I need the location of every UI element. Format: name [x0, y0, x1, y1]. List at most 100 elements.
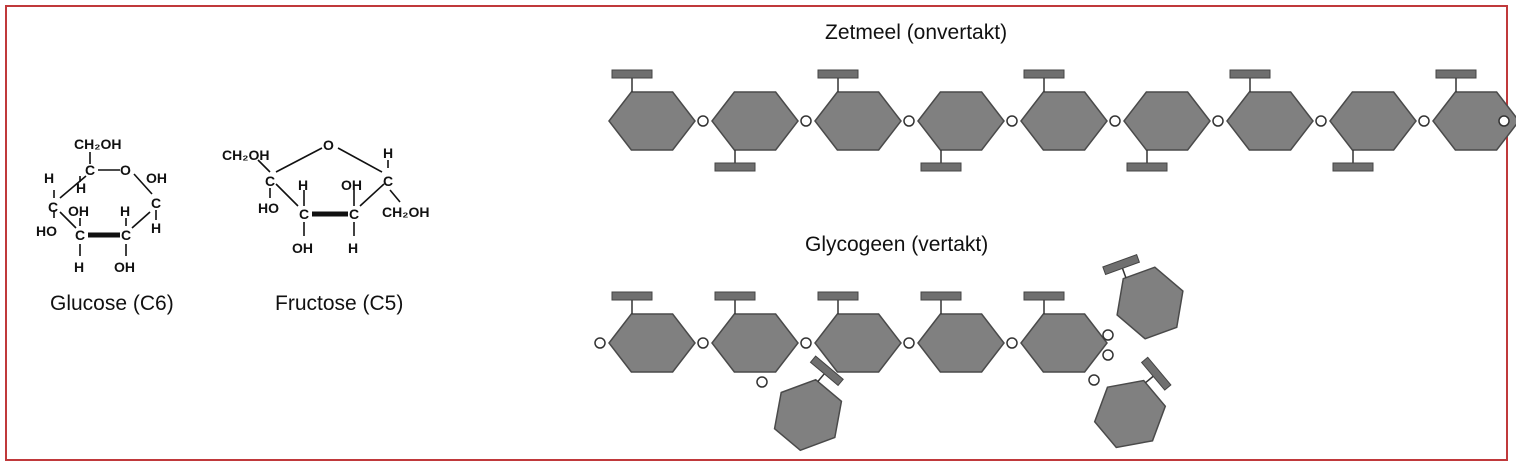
glucose-unit [711, 313, 799, 373]
label-h: H [76, 180, 86, 196]
glucose-caption: Glucose (C6) [50, 292, 174, 315]
glycosidic-link [1315, 115, 1327, 127]
label-h: H [120, 203, 130, 219]
side-group [817, 291, 859, 301]
bond [59, 211, 77, 229]
glucose-unit [1020, 91, 1108, 151]
bond [359, 183, 385, 207]
glycosidic-link [1006, 115, 1018, 127]
label-oh: OH [292, 240, 313, 256]
side-group [920, 291, 962, 301]
label-h: H [151, 220, 161, 236]
fructose-caption: Fructose (C5) [275, 292, 403, 315]
glucose-unit [608, 91, 696, 151]
bond [131, 211, 151, 229]
glycogeen-chain [594, 254, 1184, 452]
branch-unit [773, 355, 844, 452]
glycosidic-link [1498, 115, 1510, 127]
label-c: C [265, 173, 275, 189]
side-group [1229, 69, 1271, 79]
label-h: H [348, 240, 358, 256]
glycosidic-link [697, 337, 709, 349]
bond [389, 189, 401, 203]
branch-unit [1093, 356, 1172, 449]
label-ho: HO [258, 200, 279, 216]
glucose-unit [917, 91, 1005, 151]
zetmeel-chain [608, 69, 1516, 172]
glycosidic-link [1109, 115, 1121, 127]
side-group [1140, 356, 1172, 391]
label-c: C [48, 199, 58, 215]
label-oh: OH [114, 259, 135, 275]
figure-frame [5, 5, 1508, 461]
side-group [611, 291, 653, 301]
label-oh: OH [146, 170, 167, 186]
side-group [809, 355, 844, 387]
label-h: H [74, 259, 84, 275]
label-h: H [298, 177, 308, 193]
glucose-unit [608, 313, 696, 373]
bond [275, 147, 323, 173]
glycosidic-link [1102, 349, 1114, 361]
side-group [1435, 69, 1477, 79]
label-ch2oh: CH₂OH [382, 204, 429, 220]
label-h: H [44, 170, 54, 186]
glucose-unit [814, 91, 902, 151]
bond [275, 183, 299, 207]
glucose-unit [1123, 91, 1211, 151]
bond [257, 159, 271, 173]
glucose-unit [814, 313, 902, 373]
label-ho: HO [36, 223, 57, 239]
glucose-unit [773, 378, 843, 452]
branch-unit [1102, 254, 1184, 340]
bond [133, 173, 153, 195]
glycosidic-link [697, 115, 709, 127]
side-group [920, 162, 962, 172]
label-ch2oh: CH₂OH [74, 136, 121, 152]
label-oh: OH [341, 177, 362, 193]
glucose-unit [917, 313, 1005, 373]
side-group [611, 69, 653, 79]
bond [337, 147, 383, 173]
side-group [1332, 162, 1374, 172]
glycosidic-link [1418, 115, 1430, 127]
side-group [1126, 162, 1168, 172]
glycosidic-link [800, 337, 812, 349]
label-c: C [151, 195, 161, 211]
side-group [1023, 291, 1065, 301]
glycosidic-link [800, 115, 812, 127]
label-c: C [349, 206, 359, 222]
side-group [817, 69, 859, 79]
label-c: C [299, 206, 309, 222]
glycosidic-link [1102, 329, 1114, 341]
glycosidic-link [1212, 115, 1224, 127]
glycogeen-title: Glycogeen (vertakt) [805, 233, 988, 256]
side-group [1023, 69, 1065, 79]
fructose-structure: CH₂OH O H C C H OH HO CH₂OH C C OH H [222, 137, 429, 256]
label-o: O [120, 162, 131, 178]
zetmeel-title: Zetmeel (onvertakt) [825, 21, 1007, 44]
glucose-unit [1226, 91, 1314, 151]
glucose-unit [711, 91, 799, 151]
glucose-unit [1116, 266, 1184, 340]
label-o: O [323, 137, 334, 153]
glucose-unit [1329, 91, 1417, 151]
label-h: H [383, 145, 393, 161]
label-ch2oh: CH₂OH [222, 147, 269, 163]
glycosidic-link [903, 115, 915, 127]
bond [59, 175, 87, 199]
label-c: C [75, 227, 85, 243]
glycosidic-link [594, 337, 606, 349]
glucose-unit [1020, 313, 1108, 373]
glycosidic-link [1006, 337, 1018, 349]
side-group [714, 162, 756, 172]
glucose-unit [1093, 379, 1167, 449]
label-c: C [383, 173, 393, 189]
label-c: C [121, 227, 131, 243]
label-c: C [85, 162, 95, 178]
side-group [1102, 254, 1141, 276]
glycosidic-link [1088, 374, 1100, 386]
side-group [714, 291, 756, 301]
glycosidic-link [903, 337, 915, 349]
